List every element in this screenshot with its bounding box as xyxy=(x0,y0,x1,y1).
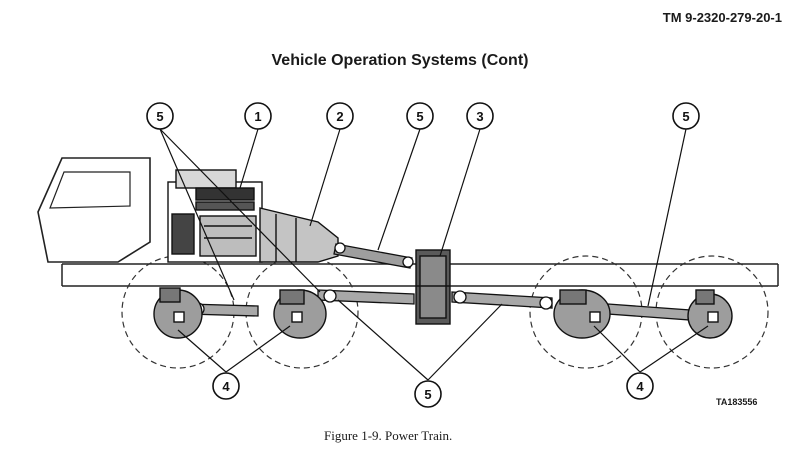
figure-caption: Figure 1-9. Power Train. xyxy=(324,428,453,443)
callout-circle-1 xyxy=(244,102,272,130)
callout-circle-2 xyxy=(326,102,354,130)
callout-circle-5-left xyxy=(146,102,174,130)
axle-4 xyxy=(687,289,733,339)
callout-labels: 5 1 2 5 3 5 4 5 4 xyxy=(156,109,689,402)
callout-label-5-center: 5 xyxy=(416,109,423,124)
callout-circle-4-right xyxy=(626,372,654,400)
callout-circle-5-bottom xyxy=(414,380,442,408)
axle-2 xyxy=(273,289,327,339)
callout-circle-3 xyxy=(466,102,494,130)
callout-label-2: 2 xyxy=(336,109,343,124)
cab-outline xyxy=(37,157,151,263)
cab-window xyxy=(49,171,131,209)
leader-lines xyxy=(159,128,709,381)
callout-circle-4-left xyxy=(212,372,240,400)
page-title: Vehicle Operation Systems (Cont) xyxy=(271,52,529,69)
rear-axle-shafts xyxy=(451,290,691,321)
callout-label-1: 1 xyxy=(254,109,261,124)
callout-label-4-right: 4 xyxy=(636,379,644,394)
document-reference: TM 9-2320-279-20-1 xyxy=(662,10,782,25)
callout-circles xyxy=(146,102,700,408)
axle-differentials xyxy=(153,287,733,339)
callout-circle-5-right xyxy=(672,102,700,130)
callout-circle-5-center xyxy=(406,102,434,130)
callout-label-4-left: 4 xyxy=(222,379,230,394)
callout-label-3: 3 xyxy=(476,109,483,124)
engine xyxy=(167,169,263,263)
callout-label-5-right: 5 xyxy=(682,109,689,124)
transfer-case xyxy=(415,249,451,325)
artwork-id: TA183556 xyxy=(716,397,758,407)
callout-label-5-bottom: 5 xyxy=(424,387,431,402)
callout-label-5-left: 5 xyxy=(156,109,163,124)
axle-3 xyxy=(553,289,611,339)
axle-1 xyxy=(153,287,203,339)
transmission xyxy=(259,207,339,263)
front-propeller-shaft xyxy=(333,242,414,269)
